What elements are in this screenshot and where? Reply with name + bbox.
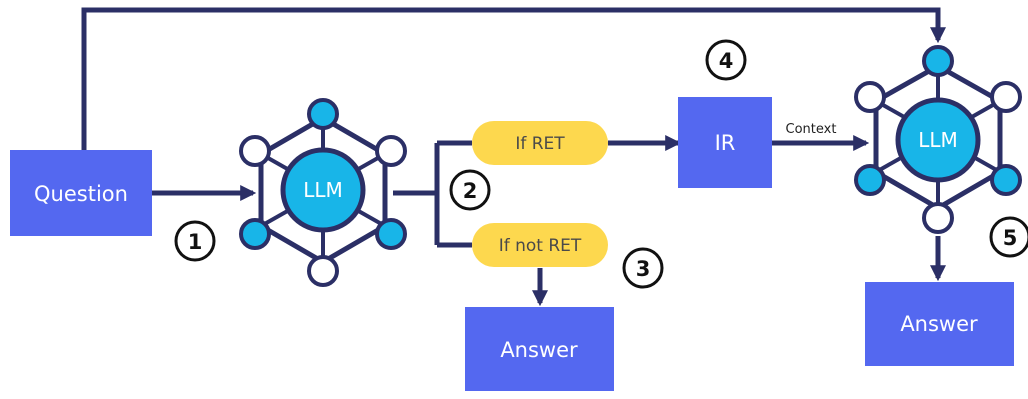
if-not-ret-label: If not RET xyxy=(499,236,582,256)
question-to-llm2-connector xyxy=(81,7,947,150)
step-4-badge: 4 xyxy=(705,39,747,81)
llm-network-2: LLM xyxy=(854,45,1022,234)
step-3-badge: 3 xyxy=(622,247,664,289)
step-2-label: 2 xyxy=(463,179,478,203)
llm-1-label: LLM xyxy=(303,178,343,202)
llm-2-node-upper-left xyxy=(854,81,886,113)
answer-1-label: Answer xyxy=(500,338,578,362)
step-badges: 1 2 3 4 5 xyxy=(174,39,1028,289)
question-node: Question xyxy=(10,150,152,236)
if-ret-condition: If RET xyxy=(472,121,608,165)
answer-2-label: Answer xyxy=(900,312,978,336)
llm-2-node-bottom xyxy=(922,202,954,234)
llm-1-core xyxy=(280,147,366,233)
if-not-ret-condition: If not RET xyxy=(472,223,608,267)
step-4-label: 4 xyxy=(719,49,734,73)
step-5-label: 5 xyxy=(1003,226,1018,250)
step-1-label: 1 xyxy=(188,230,203,254)
answer-1-node: Answer xyxy=(465,307,614,391)
llm-1-node-lower-left xyxy=(239,218,271,250)
step-2-badge: 2 xyxy=(449,169,491,211)
answer-1-box xyxy=(465,307,614,391)
llm-2-label: LLM xyxy=(918,128,958,152)
llm-1-node-upper-right xyxy=(375,135,407,167)
if-ret-pill xyxy=(472,121,608,165)
context-edge-label: Context xyxy=(786,122,837,137)
ir-node: IR xyxy=(678,97,772,188)
llm-1-node-lower-right xyxy=(375,218,407,250)
answer-2-node: Answer xyxy=(865,282,1014,366)
llm-2-node-lower-left xyxy=(854,164,886,196)
step-5-badge: 5 xyxy=(989,216,1028,258)
llm-1-node-top xyxy=(307,98,339,130)
ir-box xyxy=(678,97,772,188)
question-label: Question xyxy=(34,182,128,206)
step-1-badge: 1 xyxy=(174,220,216,262)
if-ret-label: If RET xyxy=(515,134,565,154)
llm-2-node-top xyxy=(922,45,954,77)
if-not-ret-pill xyxy=(472,223,608,267)
ir-label: IR xyxy=(715,131,736,155)
llm-2-core xyxy=(895,97,981,183)
llm-2-node-upper-right xyxy=(990,81,1022,113)
answer-2-box xyxy=(865,282,1014,366)
llm-1-node-upper-left xyxy=(239,135,271,167)
step-3-label: 3 xyxy=(636,257,651,281)
question-box xyxy=(10,150,152,236)
llm-network-1: LLM xyxy=(239,98,407,287)
llm-1-node-bottom xyxy=(307,255,339,287)
connectors xyxy=(81,7,947,307)
llm-2-node-lower-right xyxy=(990,164,1022,196)
